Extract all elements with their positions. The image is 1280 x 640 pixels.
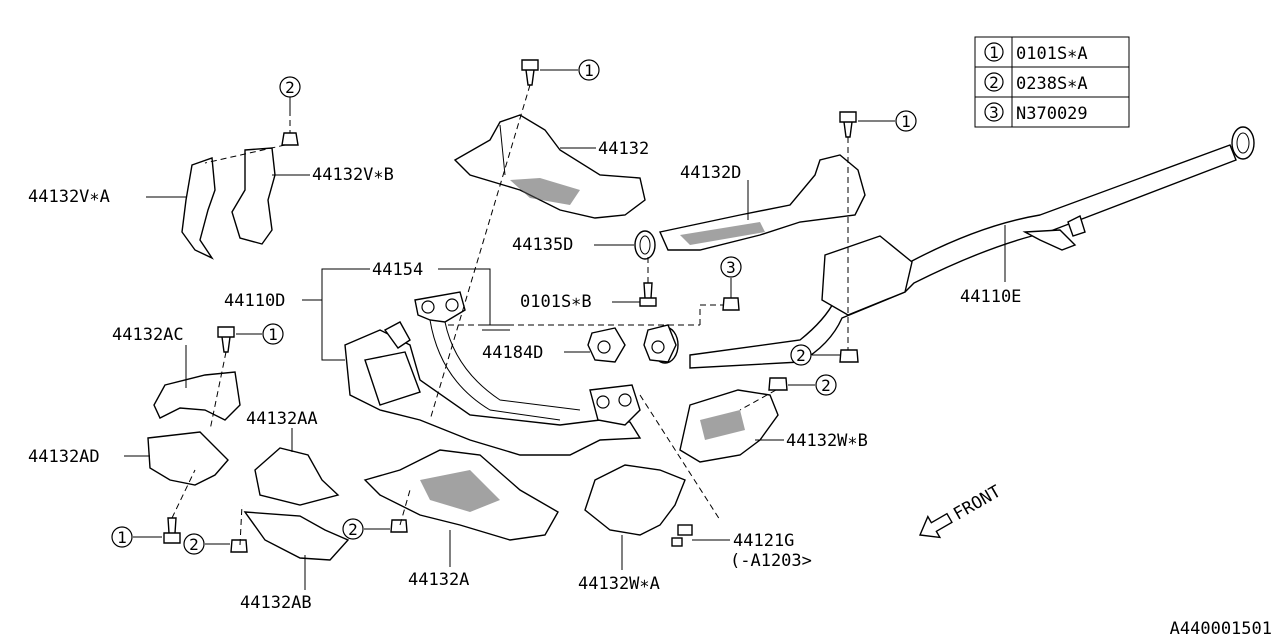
legend-row-2-num: 2 (989, 73, 999, 92)
legend-row-1-code: 0101S∗A (1016, 44, 1088, 64)
legend-border (974, 36, 1130, 128)
heat-shield-44132 (453, 114, 646, 219)
ref-circle-2-right (790, 344, 812, 366)
heat-shield-44132AC (153, 371, 241, 421)
ref-circle-2-top (279, 76, 301, 98)
front-catalyst (364, 351, 421, 406)
label-44132VB: 44132V∗B (312, 165, 394, 185)
ref-1-left: 1 (268, 325, 278, 344)
label-44132: 44132 (598, 139, 649, 159)
label-44132VA: 44132V∗A (28, 187, 110, 207)
label-44154: 44154 (372, 260, 423, 280)
label-44132D: 44132D (680, 163, 741, 183)
clamp-44135D (634, 230, 656, 260)
label-44121G-note: (-A1203> (730, 551, 812, 571)
label-44132A: 44132A (408, 570, 469, 590)
legend-row-3-code: N370029 (1016, 104, 1088, 124)
ref-1-right: 1 (901, 112, 911, 131)
ref-circle-1-right (895, 110, 917, 132)
label-44121G: 44121G (733, 531, 794, 551)
ref-2-bottom-left: 2 (189, 535, 199, 554)
legend-table: 1 0101S∗A 2 0238S∗A 3 N370029 (974, 36, 1130, 128)
ref-circle-2-bottom-mid (342, 518, 364, 540)
ref-callouts: 1 1 1 1 2 2 2 2 2 3 (111, 59, 917, 555)
label-44132AA: 44132AA (246, 409, 318, 429)
label-44135D: 44135D (512, 235, 573, 255)
heat-shield-44132WA (584, 464, 686, 536)
heat-shield-44132AA (254, 447, 340, 506)
ref-circle-1-left (262, 323, 284, 345)
bracket-44121G (671, 524, 693, 547)
ref-2-top: 2 (285, 78, 295, 97)
legend-row-3-num: 3 (989, 103, 999, 122)
label-44184D: 44184D (482, 343, 543, 363)
catalytic-converter-body (821, 235, 913, 316)
ref-2-bottom-mid: 2 (348, 520, 358, 539)
gasket-44184D (587, 324, 677, 363)
label-44132WA: 44132W∗A (578, 574, 660, 594)
label-44132WB: 44132W∗B (786, 431, 868, 451)
diagram-code: A440001501 (1170, 619, 1272, 639)
ref-circle-2-mid (815, 374, 837, 396)
ref-circle-1-bottom (111, 526, 133, 548)
ref-1-bottom: 1 (117, 528, 127, 547)
label-0101SB: 0101S∗B (520, 292, 592, 312)
ref-circle-3 (720, 256, 742, 278)
label-44110D: 44110D (224, 291, 285, 311)
ref-3: 3 (726, 258, 736, 277)
ref-circle-1-top (578, 59, 600, 81)
ref-2-right: 2 (796, 346, 806, 365)
rear-exhaust-pipe-44110E (651, 126, 1255, 369)
label-44110E: 44110E (960, 287, 1021, 307)
label-44132AD: 44132AD (28, 447, 100, 467)
label-44132AB: 44132AB (240, 593, 312, 613)
front-label: FRONT (950, 482, 1004, 525)
heat-shield-44132D (659, 154, 866, 251)
part-labels: 44132 44132D 44135D 44154 44110D 0101S∗B… (28, 139, 1021, 613)
legend-row-1-num: 1 (989, 43, 999, 62)
pipe-outlet (1231, 126, 1255, 160)
heat-shield-44132VA (181, 157, 216, 260)
front-exhaust-pipe-44110D (344, 291, 642, 456)
ref-1-top: 1 (584, 61, 594, 80)
heat-shield-44132WB (679, 389, 779, 463)
legend-row-2-code: 0238S∗A (1016, 74, 1088, 94)
legend-row-3: 3 N370029 (984, 102, 1088, 124)
legend-row-2: 2 0238S∗A (984, 72, 1088, 94)
front-direction-indicator: FRONT (918, 482, 1004, 539)
fasteners (163, 59, 859, 553)
ref-2-mid: 2 (821, 376, 831, 395)
heat-shield-44132AD (147, 431, 229, 486)
hanger-bracket (1022, 229, 1077, 251)
label-44132AC: 44132AC (112, 325, 184, 345)
legend-row-1: 1 0101S∗A (984, 42, 1088, 64)
heat-shield-44132A (363, 449, 559, 541)
ref-circle-2-bottom-left (183, 533, 205, 555)
heat-shield-44132VB (231, 147, 276, 245)
front-arrow-icon (918, 512, 953, 539)
heat-shield-44132AB (243, 511, 350, 561)
